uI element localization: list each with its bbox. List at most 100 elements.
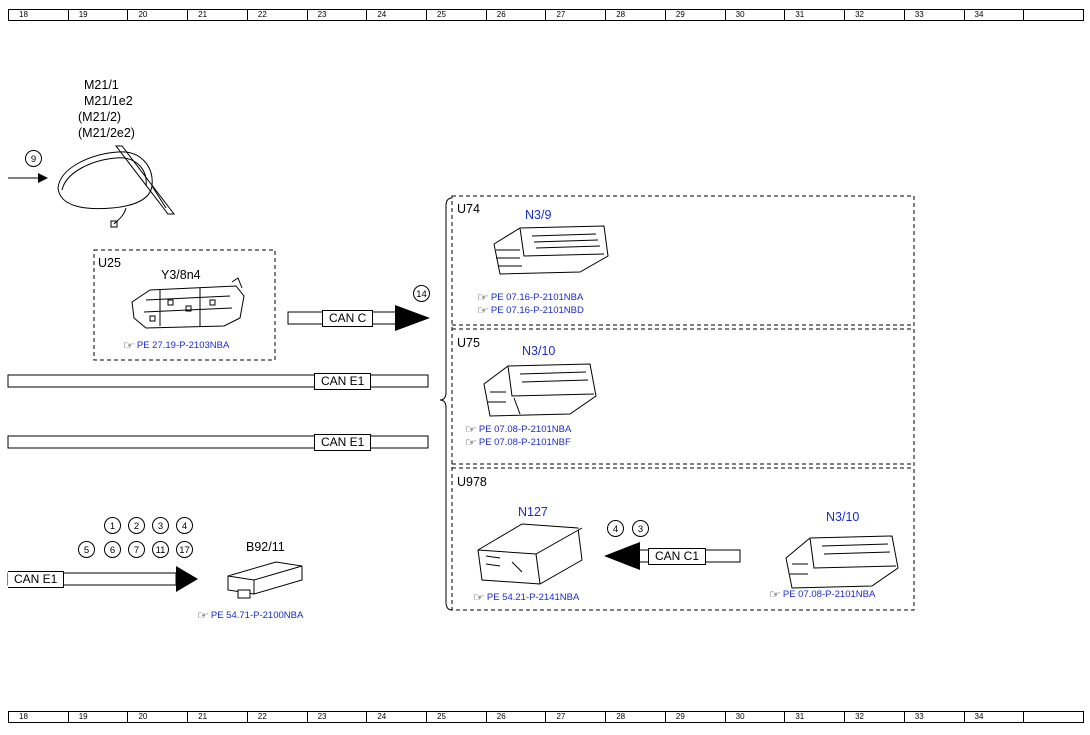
connector-circle: 4 <box>176 517 193 534</box>
u75-ref-1-text: PE 07.08-P-2101NBA <box>478 424 572 435</box>
ruler-cell: 25 <box>427 10 487 20</box>
ecu-n3-9-icon <box>493 225 609 275</box>
ruler-cell: 24 <box>367 712 428 722</box>
b92-ref-text: PE 54.71-P-2100NBA <box>210 610 304 621</box>
ecu-n3-10-icon <box>483 363 597 417</box>
pointing-hand-icon: ☞ <box>477 305 489 317</box>
connector-circle: 14 <box>413 285 430 302</box>
ruler-cell: 21 <box>188 10 248 20</box>
ruler-cell: 32 <box>845 10 905 20</box>
u74-ref-2-text: PE 07.16-P-2101NBD <box>490 305 584 316</box>
ruler-cell: 20 <box>128 712 189 722</box>
u978-ref-right-text: PE 07.08-P-2101NBA <box>782 589 876 600</box>
connector-circle: 9 <box>25 150 42 167</box>
grid-ruler-top: 18 19 20 21 22 23 24 25 26 27 28 29 30 3… <box>8 9 1084 21</box>
u25-box <box>93 249 276 361</box>
connector-circle: 2 <box>128 517 145 534</box>
ruler-cell: 19 <box>69 712 129 722</box>
ruler-cell: 28 <box>606 10 666 20</box>
n3-9-label: N3/9 <box>525 208 552 222</box>
ruler-cell: 30 <box>726 712 786 722</box>
u25-ref[interactable]: ☞ PE 27.19-P-2103NBA <box>123 339 230 352</box>
connector-circle: 11 <box>152 541 169 558</box>
ruler-cell: 24 <box>367 10 428 20</box>
u978-ref-right[interactable]: ☞ PE 07.08-P-2101NBA <box>769 588 876 601</box>
pointing-hand-icon: ☞ <box>197 610 209 622</box>
ruler-cell: 22 <box>248 712 308 722</box>
u25-group-label: U25 <box>98 256 121 270</box>
u75-ref-1[interactable]: ☞ PE 07.08-P-2101NBA <box>465 423 572 436</box>
pointing-hand-icon: ☞ <box>465 424 477 436</box>
ruler-cell: 27 <box>546 712 607 722</box>
ruler-cell: 21 <box>188 712 248 722</box>
ruler-cell: 20 <box>128 10 189 20</box>
can-c-label: CAN C <box>322 310 374 327</box>
u75-group-label: U75 <box>457 336 480 350</box>
ruler-cell: 26 <box>487 10 547 20</box>
ecu-n3-10-u978-icon <box>785 535 899 589</box>
pointing-hand-icon: ☞ <box>123 340 135 352</box>
grid-ruler-bottom: 18 19 20 21 22 23 24 25 26 27 28 29 30 3… <box>8 711 1084 723</box>
ruler-cell: 33 <box>905 10 965 20</box>
u74-group-label: U74 <box>457 202 480 216</box>
connector-circle: 7 <box>128 541 145 558</box>
pointing-hand-icon: ☞ <box>477 292 489 304</box>
ruler-cell: 22 <box>248 10 308 20</box>
mirror-label-3: (M21/2) <box>78 110 122 124</box>
y3-8n4-label: Y3/8n4 <box>161 268 201 282</box>
ruler-cell: 29 <box>666 10 726 20</box>
ruler-cell: 27 <box>546 10 607 20</box>
ruler-cell: 18 <box>9 10 69 20</box>
module-n127-icon <box>477 523 583 585</box>
ruler-cell: 31 <box>785 10 846 20</box>
u978-ref-left[interactable]: ☞ PE 54.21-P-2141NBA <box>473 591 580 604</box>
ruler-cell: 26 <box>487 712 547 722</box>
ruler-cell: 19 <box>69 10 129 20</box>
connector-circle: 1 <box>104 517 121 534</box>
connector-circle: 4 <box>607 520 624 537</box>
u978-ref-left-text: PE 54.21-P-2141NBA <box>486 592 580 603</box>
u978-group-label: U978 <box>457 475 487 489</box>
connector-circle: 6 <box>104 541 121 558</box>
ruler-cell: 23 <box>308 10 368 20</box>
ecu-group-box <box>451 195 915 611</box>
ruler-cell: 32 <box>845 712 905 722</box>
ruler-cell: 18 <box>9 712 69 722</box>
ruler-cell: 28 <box>606 712 666 722</box>
n127-label: N127 <box>518 505 548 519</box>
mirror-label-1: M21/1 <box>84 78 119 92</box>
ruler-cell <box>1024 712 1083 722</box>
mirror-label-2: M21/1e2 <box>84 94 133 108</box>
n3-10-u978-label: N3/10 <box>826 510 860 524</box>
pointing-hand-icon: ☞ <box>473 592 485 604</box>
ruler-cell: 29 <box>666 712 726 722</box>
ruler-cell: 31 <box>785 712 846 722</box>
b92-ref[interactable]: ☞ PE 54.71-P-2100NBA <box>197 609 304 622</box>
connector-circle: 3 <box>632 520 649 537</box>
can-e1-label: CAN E1 <box>314 373 372 390</box>
ruler-cell: 34 <box>965 712 1025 722</box>
connector-circle: 5 <box>78 541 95 558</box>
ruler-cell: 33 <box>905 712 965 722</box>
connector-circle: 3 <box>152 517 169 534</box>
mirror-label-4: (M21/2e2) <box>78 126 135 140</box>
u74-ref-1-text: PE 07.16-P-2101NBA <box>490 292 584 303</box>
u74-ref-1[interactable]: ☞ PE 07.16-P-2101NBA <box>477 291 584 304</box>
pointing-hand-icon: ☞ <box>465 437 477 449</box>
pointing-hand-icon: ☞ <box>769 589 781 601</box>
b92-11-label: B92/11 <box>246 540 285 554</box>
u74-ref-2[interactable]: ☞ PE 07.16-P-2101NBD <box>477 304 584 317</box>
connector-circle: 17 <box>176 541 193 558</box>
ruler-cell: 34 <box>965 10 1025 20</box>
side-mirror-icon <box>57 145 176 228</box>
can-e1-label: CAN E1 <box>314 434 372 451</box>
n3-10-label: N3/10 <box>522 344 556 358</box>
b92-can-e1-label: CAN E1 <box>8 571 65 588</box>
ruler-cell: 25 <box>427 712 487 722</box>
u75-ref-2[interactable]: ☞ PE 07.08-P-2101NBF <box>465 436 571 449</box>
sensor-b92-11-icon <box>227 561 303 599</box>
ruler-cell: 30 <box>726 10 786 20</box>
u25-ref-text: PE 27.19-P-2103NBA <box>136 340 230 351</box>
